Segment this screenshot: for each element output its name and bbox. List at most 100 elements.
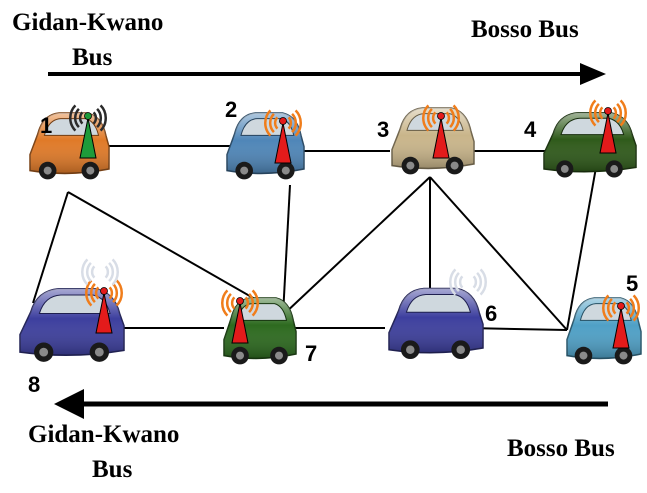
antenna-tip [617, 302, 625, 310]
link-lines [32, 144, 601, 331]
signal-wave [476, 272, 482, 292]
car-window [236, 303, 288, 321]
car-hubcap [406, 345, 415, 354]
route-label-gidan-kwano-bottom: Gidan-Kwano [28, 421, 180, 448]
antenna-icon [422, 104, 460, 159]
car-hubcap [456, 345, 465, 354]
antenna-tip [100, 287, 108, 295]
signal-wave [607, 298, 613, 318]
vehicle-node-5 [566, 294, 642, 365]
signal-wave [611, 301, 617, 315]
antenna-mast [432, 117, 450, 159]
signal-wave [108, 262, 114, 282]
antenna-tip [84, 112, 92, 120]
signal-wave [629, 298, 635, 318]
signal-wave [445, 111, 451, 125]
signal-wave [287, 116, 293, 130]
signal-wave [244, 296, 250, 310]
car-hubcap [240, 166, 249, 175]
car-hubcap [281, 166, 290, 175]
signal-wave [221, 289, 229, 317]
signal-wave [92, 111, 98, 125]
signal-wave [94, 286, 100, 300]
signal-wave [78, 111, 84, 125]
antenna-icon [69, 104, 107, 159]
car-window [405, 293, 472, 313]
car-hubcap [610, 165, 619, 173]
node-number-2: 2 [225, 97, 238, 122]
link-1-7 [67, 191, 284, 316]
signal-wave [431, 111, 437, 125]
signal-wave [115, 279, 123, 307]
signal-wave [230, 296, 236, 310]
vehicle-node-1 [29, 104, 110, 180]
signal-wave [449, 108, 455, 128]
signal-wave [632, 294, 640, 322]
car-window [38, 294, 111, 314]
signal-wave [74, 108, 80, 128]
antenna-icon [85, 279, 123, 334]
car-hubcap [86, 166, 95, 175]
route-label-bus-bottom: Bus [92, 456, 133, 483]
signal-wave [96, 108, 102, 128]
car-hubcap [450, 161, 459, 170]
antenna-mast [612, 307, 630, 349]
car-hubcap [236, 351, 244, 360]
signal-wave [112, 283, 118, 303]
route-label-bosso-bottom: Bosso Bus [507, 435, 615, 462]
antenna-mast [274, 122, 292, 164]
antenna-tip [279, 117, 287, 125]
node-number-8: 8 [28, 372, 41, 397]
signal-wave [294, 109, 302, 137]
signal-wave [269, 113, 275, 133]
antenna-tip [437, 112, 445, 120]
faint-signal-icon [81, 258, 119, 286]
westbound-arrow [54, 389, 608, 419]
faint-signal-icon [449, 268, 487, 296]
node-number-7: 7 [305, 341, 318, 366]
signal-wave [264, 109, 272, 137]
signal-wave [69, 104, 77, 132]
signal-wave [472, 275, 478, 289]
antenna-mast [79, 117, 97, 159]
link-4-5 [566, 144, 601, 331]
eastbound-arrow [48, 63, 606, 85]
vehicle-node-8 [19, 279, 125, 362]
car-hubcap [39, 347, 49, 357]
car-hubcap [560, 165, 569, 173]
antenna-tip [236, 297, 244, 305]
antenna-icon [221, 289, 259, 344]
signal-wave [458, 275, 464, 289]
node-number-3: 3 [377, 117, 390, 142]
signal-wave [99, 104, 107, 132]
signal-wave [104, 265, 110, 279]
link-1-8 [32, 191, 69, 304]
signal-wave [625, 301, 631, 315]
signal-wave [619, 99, 627, 127]
vehicle-node-4 [543, 99, 637, 178]
route-label-bosso-top: Bosso Bus [471, 16, 579, 43]
link-3-5 [429, 176, 568, 331]
signal-wave [291, 113, 297, 133]
node-number-5: 5 [626, 271, 639, 296]
signal-wave [449, 268, 457, 296]
car-hubcap [619, 351, 628, 360]
signal-wave [616, 103, 622, 123]
antenna-icon [602, 294, 640, 349]
signal-wave [86, 262, 92, 282]
antenna-icon [264, 109, 302, 164]
vehicle-node-3 [391, 104, 475, 175]
signal-wave [452, 104, 460, 132]
car-hubcap [579, 351, 588, 360]
vehicle-node-6 [388, 287, 484, 360]
signal-wave [427, 108, 433, 128]
signal-wave [479, 268, 487, 296]
signal-wave [226, 293, 232, 313]
antenna-tip [604, 107, 612, 115]
antenna-icon [589, 99, 627, 154]
signal-wave [251, 289, 259, 317]
signal-wave [90, 265, 96, 279]
vehicle-node-2 [226, 109, 305, 180]
